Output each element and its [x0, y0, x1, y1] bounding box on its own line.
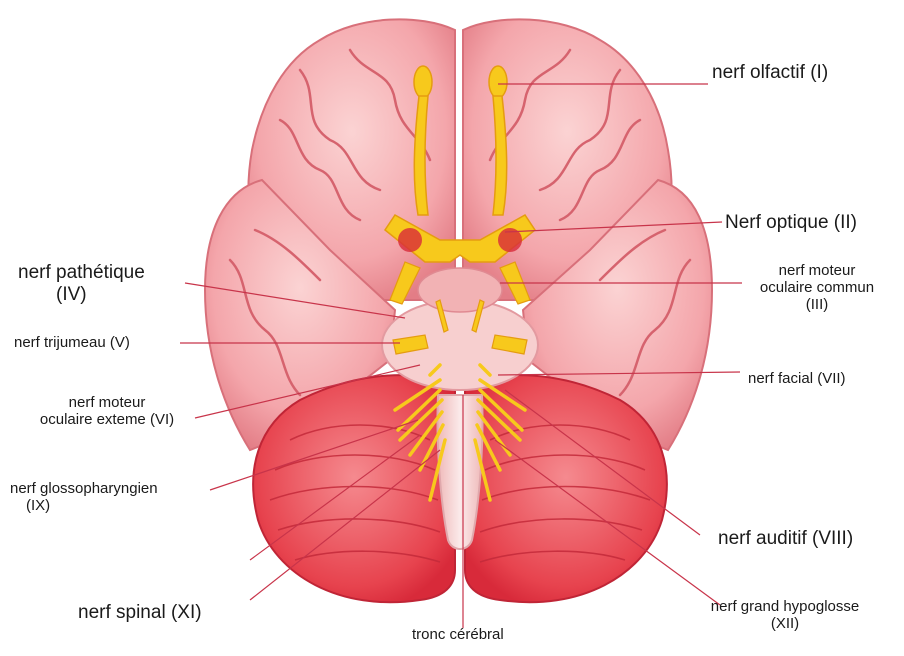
label-hypoglosse-line2: (XII): [675, 615, 895, 632]
label-glossopharyngien: nerf glossopharyngien (IX): [10, 480, 158, 514]
label-moteur-externe: nerf moteur oculaire exteme (VI): [12, 394, 202, 428]
label-moteur-commun: nerf moteur oculaire commun (III): [742, 262, 892, 313]
label-moteur-externe-line2: oculaire exteme (VI): [12, 411, 202, 428]
label-spinal: nerf spinal (XI): [78, 602, 202, 624]
label-auditif: nerf auditif (VIII): [718, 528, 853, 550]
mammillary: [418, 268, 502, 312]
label-moteur-commun-line2: oculaire commun: [742, 279, 892, 296]
label-glosso-line2: (IX): [10, 497, 158, 514]
label-pathetique-line2: (IV): [18, 284, 145, 306]
label-pathetique: nerf pathétique (IV): [18, 262, 145, 306]
label-hypoglosse-line1: nerf grand hypoglosse: [675, 598, 895, 615]
label-pathetique-line1: nerf pathétique: [18, 262, 145, 284]
label-moteur-externe-line1: nerf moteur: [12, 394, 202, 411]
label-moteur-commun-line1: nerf moteur: [742, 262, 892, 279]
label-moteur-commun-line3: (III): [742, 296, 892, 313]
label-trijumeau: nerf trijumeau (V): [14, 334, 130, 351]
label-glosso-line1: nerf glossopharyngien: [10, 480, 158, 497]
label-tronc-cerebral: tronc cérébral: [412, 626, 504, 643]
label-hypoglosse: nerf grand hypoglosse (XII): [675, 598, 895, 632]
label-facial: nerf facial (VII): [748, 370, 846, 387]
label-olfactif: nerf olfactif (I): [712, 62, 828, 84]
label-optique: Nerf optique (II): [725, 212, 857, 234]
